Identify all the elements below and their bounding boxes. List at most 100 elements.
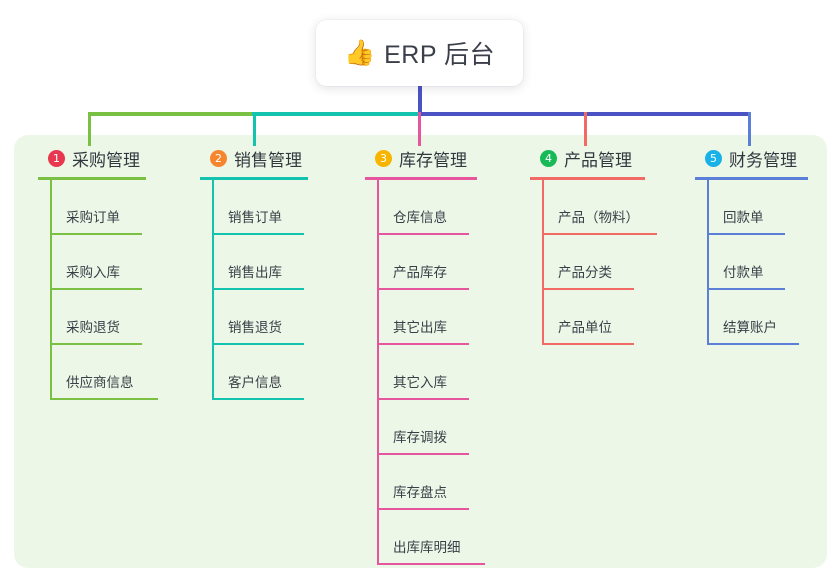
list-item-rule — [377, 343, 469, 345]
list-item-label: 付款单 — [723, 265, 764, 280]
column-title-1: 采购管理 — [72, 150, 140, 170]
column-header-3[interactable]: 3 库存管理 — [365, 145, 525, 171]
column-badge-3: 3 — [375, 149, 392, 167]
column-1: 1 采购管理采购订单采购入库采购退货供应商信息 — [38, 145, 188, 400]
list-item[interactable]: 产品（物料） — [542, 180, 695, 235]
list-item-label: 采购入库 — [66, 265, 120, 280]
list-item-label: 库存盘点 — [393, 485, 447, 500]
column-header-2[interactable]: 2 销售管理 — [200, 145, 350, 171]
list-item[interactable]: 库存盘点 — [377, 455, 525, 510]
root-node-card[interactable]: 👍 ERP 后台 — [316, 20, 523, 86]
column-items-4: 产品（物料） 产品分类产品单位 — [530, 180, 695, 345]
list-item-rule — [50, 398, 158, 400]
list-item[interactable]: 采购订单 — [50, 180, 188, 235]
list-item-rule — [212, 233, 304, 235]
list-item[interactable]: 采购退货 — [50, 290, 188, 345]
list-item-label: 客户信息 — [228, 375, 282, 390]
list-item[interactable]: 销售订单 — [212, 180, 350, 235]
list-item[interactable]: 其它入库 — [377, 345, 525, 400]
column-badge-5: 5 — [705, 149, 722, 167]
list-item-rule — [377, 288, 469, 290]
list-item-rule — [212, 288, 304, 290]
column-header-5[interactable]: 5 财务管理 — [695, 145, 835, 171]
column-title-4: 产品管理 — [564, 150, 632, 170]
list-item[interactable]: 供应商信息 — [50, 345, 188, 400]
list-item[interactable]: 其它出库 — [377, 290, 525, 345]
column-items-5: 回款单付款单结算账户 — [695, 180, 835, 345]
list-item-label: 产品库存 — [393, 265, 447, 280]
list-item-label: 产品单位 — [558, 320, 612, 335]
column-title-2: 销售管理 — [234, 150, 302, 170]
drop-connector-5 — [748, 112, 751, 146]
list-item-rule — [377, 453, 469, 455]
column-items-3: 仓库信息产品库存其它出库其它入库库存调拨库存盘点出库库明细 — [365, 180, 525, 565]
list-item-rule — [212, 398, 304, 400]
bus-segment-green — [88, 112, 254, 116]
list-item-label: 产品（物料） — [558, 210, 639, 225]
root-node-title: ERP 后台 — [384, 41, 496, 69]
list-item-label: 出库库明细 — [393, 540, 461, 555]
list-item[interactable]: 采购入库 — [50, 235, 188, 290]
drop-connector-1 — [88, 112, 91, 146]
list-item-label: 产品分类 — [558, 265, 612, 280]
column-header-1[interactable]: 1 采购管理 — [38, 145, 188, 171]
column-spine-2 — [212, 180, 214, 400]
list-item[interactable]: 产品单位 — [542, 290, 695, 345]
column-header-rule-4 — [530, 177, 645, 180]
list-item-rule — [212, 343, 304, 345]
list-item[interactable]: 出库库明细 — [377, 510, 525, 565]
column-badge-1: 1 — [48, 149, 65, 167]
list-item-label: 其它出库 — [393, 320, 447, 335]
column-spine-3 — [377, 180, 379, 565]
drop-connector-4 — [584, 112, 587, 146]
list-item-label: 库存调拨 — [393, 430, 447, 445]
list-item-rule — [50, 343, 142, 345]
list-item[interactable]: 销售退货 — [212, 290, 350, 345]
list-item-label: 采购订单 — [66, 210, 120, 225]
column-spine-1 — [50, 180, 52, 400]
list-item-rule — [707, 343, 799, 345]
column-badge-4: 4 — [540, 149, 557, 167]
column-items-1: 采购订单采购入库采购退货供应商信息 — [38, 180, 188, 400]
column-header-rule-3 — [365, 177, 477, 180]
thumbs-up-icon: 👍 — [343, 38, 376, 67]
list-item-label: 回款单 — [723, 210, 764, 225]
list-item[interactable]: 产品分类 — [542, 235, 695, 290]
column-2: 2 销售管理销售订单销售出库销售退货客户信息 — [200, 145, 350, 400]
column-title-3: 库存管理 — [399, 150, 467, 170]
column-header-4[interactable]: 4 产品管理 — [530, 145, 695, 171]
column-header-rule-2 — [200, 177, 308, 180]
list-item-label: 销售退货 — [228, 320, 282, 335]
column-spine-5 — [707, 180, 709, 345]
list-item-label: 其它入库 — [393, 375, 447, 390]
list-item-rule — [542, 233, 657, 235]
column-header-rule-5 — [695, 177, 808, 180]
list-item-label: 销售出库 — [228, 265, 282, 280]
column-items-2: 销售订单销售出库销售退货客户信息 — [200, 180, 350, 400]
list-item[interactable]: 产品库存 — [377, 235, 525, 290]
list-item[interactable]: 回款单 — [707, 180, 835, 235]
list-item-rule — [377, 508, 469, 510]
list-item[interactable]: 库存调拨 — [377, 400, 525, 455]
list-item[interactable]: 客户信息 — [212, 345, 350, 400]
list-item[interactable]: 结算账户 — [707, 290, 835, 345]
column-badge-2: 2 — [210, 149, 227, 167]
list-item-label: 采购退货 — [66, 320, 120, 335]
column-title-5: 财务管理 — [729, 150, 797, 170]
list-item[interactable]: 仓库信息 — [377, 180, 525, 235]
trunk-connector — [418, 86, 422, 114]
list-item-rule — [542, 343, 634, 345]
list-item[interactable]: 销售出库 — [212, 235, 350, 290]
drop-connector-2 — [253, 112, 256, 146]
list-item-label: 供应商信息 — [66, 375, 134, 390]
column-header-rule-1 — [38, 177, 146, 180]
list-item-rule — [377, 398, 469, 400]
list-item-rule — [542, 288, 634, 290]
list-item[interactable]: 付款单 — [707, 235, 835, 290]
list-item-rule — [50, 288, 142, 290]
bus-segment-teal — [252, 112, 420, 116]
list-item-label: 结算账户 — [723, 320, 777, 335]
column-5: 5 财务管理回款单付款单结算账户 — [695, 145, 835, 345]
list-item-label: 销售订单 — [228, 210, 282, 225]
